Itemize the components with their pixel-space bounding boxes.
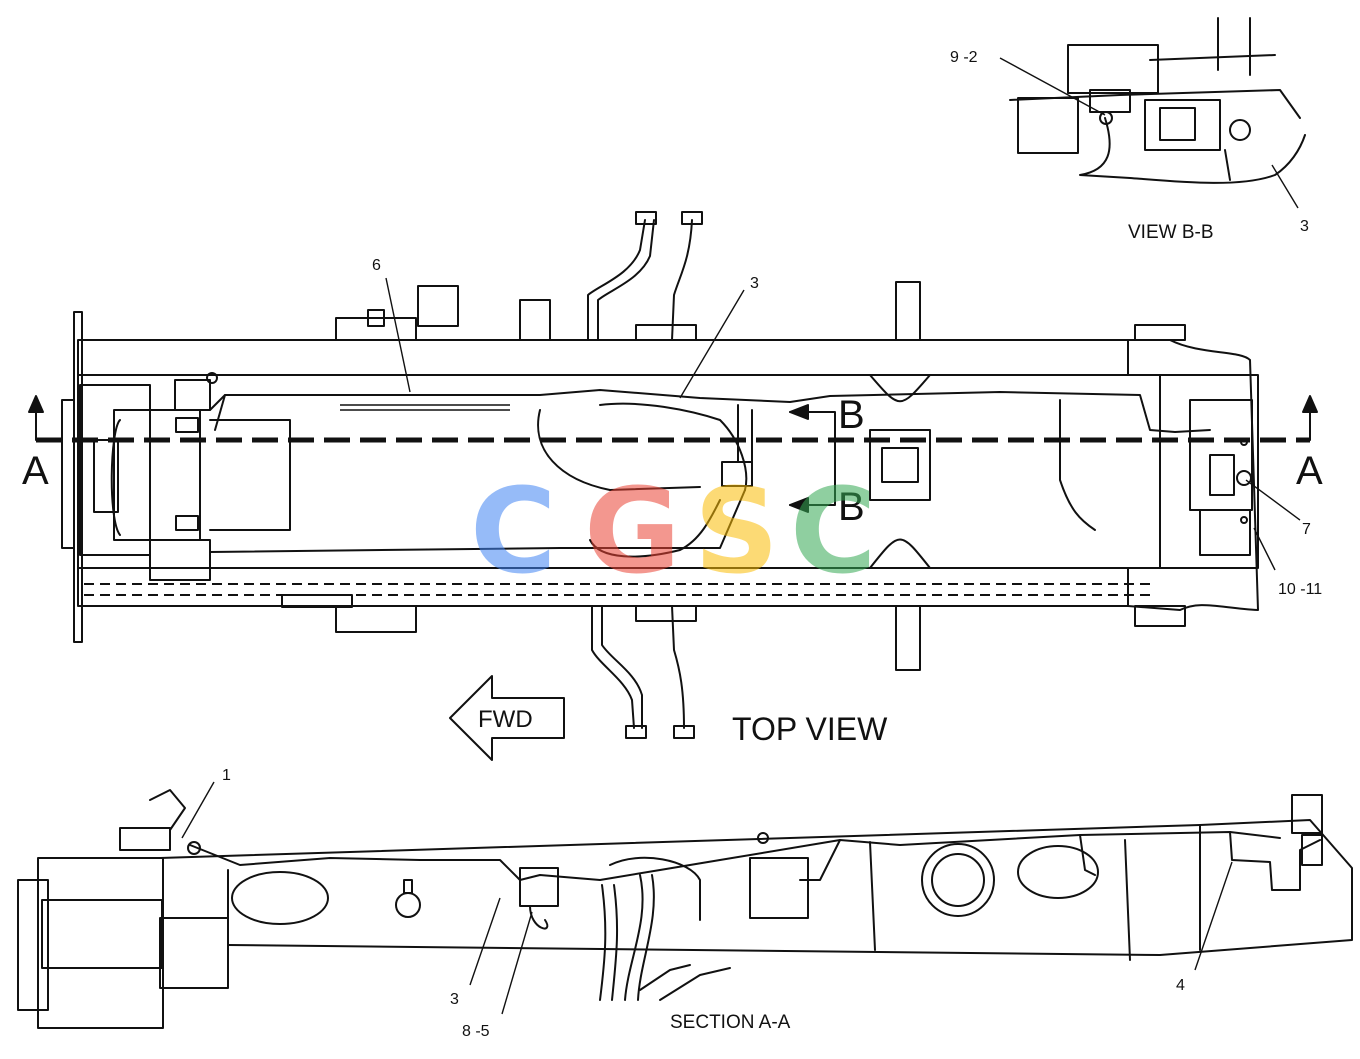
watermark-letter-g: G xyxy=(584,462,681,600)
callout-3-section: 3 xyxy=(450,991,459,1008)
watermark-letter-c2: C xyxy=(790,462,877,600)
view-bb-arrows xyxy=(789,404,836,513)
callout-7: 7 xyxy=(1302,521,1311,538)
callout-1: 1 xyxy=(222,767,231,784)
callout-3-view-bb: 3 xyxy=(1300,218,1309,235)
cgsc-watermark: C G S C xyxy=(470,462,877,600)
view-b-upper-label: B xyxy=(838,393,865,437)
section-aa-title: SECTION A-A xyxy=(670,1012,791,1033)
top-view-frame xyxy=(61,211,1259,739)
top-view-title: TOP VIEW xyxy=(732,711,888,747)
leader-lines xyxy=(181,277,1301,1015)
view-bb-title: VIEW B-B xyxy=(1128,222,1214,243)
callout-3-top: 3 xyxy=(750,275,759,292)
watermark-letter-c1: C xyxy=(470,462,557,600)
section-cut-line-aa xyxy=(28,395,1318,596)
callout-6: 6 xyxy=(372,257,381,274)
callout-9-2: 9 -2 xyxy=(950,49,978,66)
section-aa-frame xyxy=(17,789,1353,1029)
forward-arrow xyxy=(449,675,565,761)
callout-10-11: 10 -11 xyxy=(1278,581,1322,598)
callout-4: 4 xyxy=(1176,977,1185,994)
view-bb-detail xyxy=(999,17,1306,209)
watermark-letter-s: S xyxy=(694,462,779,600)
view-b-lower-label: B xyxy=(838,485,865,529)
callout-8-5: 8 -5 xyxy=(462,1023,490,1040)
section-a-right-label: A xyxy=(1296,449,1323,493)
section-a-left-label: A xyxy=(22,449,49,493)
fwd-label: FWD xyxy=(478,706,533,733)
